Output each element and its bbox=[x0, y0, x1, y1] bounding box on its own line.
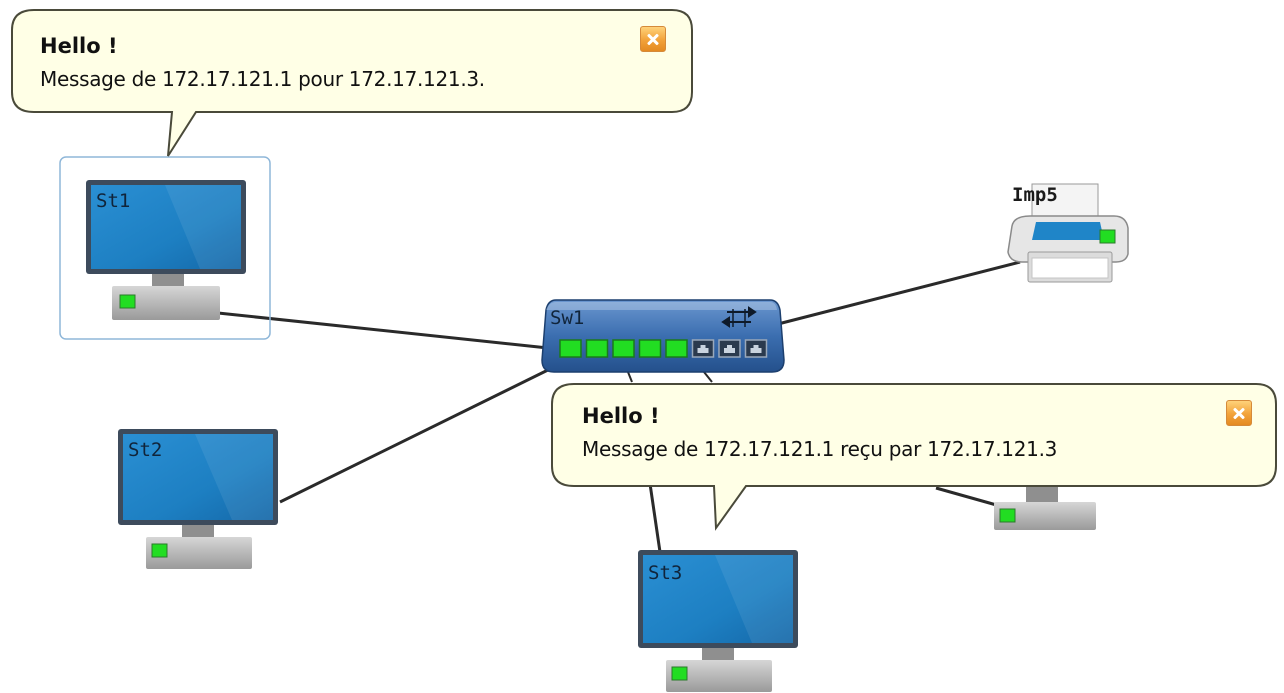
links bbox=[217, 260, 1021, 553]
bubble-received bbox=[551, 383, 1277, 531]
imp5-status-led bbox=[1099, 229, 1116, 244]
bubble-sent bbox=[11, 9, 693, 157]
st3-status-led bbox=[671, 666, 688, 681]
switch-sw1[interactable] bbox=[541, 299, 785, 373]
bubble-sent-content: Hello ! Message de 172.17.121.1 pour 172… bbox=[40, 34, 485, 91]
bubble-received-message: Message de 172.17.121.1 reçu par 172.17.… bbox=[582, 437, 1058, 461]
bubble-sent-message: Message de 172.17.121.1 pour 172.17.121.… bbox=[40, 67, 485, 91]
link-stub-2 bbox=[703, 371, 713, 383]
link-st2-sw1[interactable] bbox=[279, 366, 553, 504]
bubble-received-content: Hello ! Message de 172.17.121.1 reçu par… bbox=[582, 404, 1057, 461]
st2-status-led bbox=[151, 543, 168, 558]
bubble-received-close-icon[interactable] bbox=[1226, 400, 1252, 426]
switch-arrows-icon bbox=[721, 306, 757, 328]
st1-status-led bbox=[119, 294, 136, 309]
switch-port-active[interactable] bbox=[612, 339, 635, 358]
ethernet-port-icon bbox=[724, 345, 735, 353]
switch-port-active[interactable] bbox=[585, 339, 609, 358]
station-st2[interactable] bbox=[118, 429, 278, 569]
station-hidden[interactable] bbox=[994, 484, 1096, 530]
hidden-station-status-led bbox=[999, 508, 1016, 523]
switch-port-active[interactable] bbox=[638, 339, 662, 358]
bubble-sent-title: Hello ! bbox=[40, 34, 118, 58]
st1-selection-frame bbox=[59, 156, 271, 340]
link-hidden-sw1[interactable] bbox=[935, 486, 1001, 508]
station-st3[interactable] bbox=[638, 550, 798, 692]
link-stub-1 bbox=[627, 371, 633, 383]
bubble-received-title: Hello ! bbox=[582, 404, 660, 428]
switch-port-active[interactable] bbox=[665, 339, 688, 358]
printer-imp5[interactable] bbox=[1007, 183, 1129, 283]
link-imp5-sw1[interactable] bbox=[777, 260, 1021, 326]
bubble-sent-close-icon[interactable] bbox=[640, 26, 666, 52]
ethernet-port-icon bbox=[750, 345, 762, 353]
switch-ports bbox=[559, 339, 768, 358]
ethernet-port-icon bbox=[697, 345, 709, 353]
station-st1[interactable] bbox=[86, 180, 246, 320]
link-st1-sw1[interactable] bbox=[217, 311, 549, 350]
switch-port-active[interactable] bbox=[559, 339, 582, 358]
